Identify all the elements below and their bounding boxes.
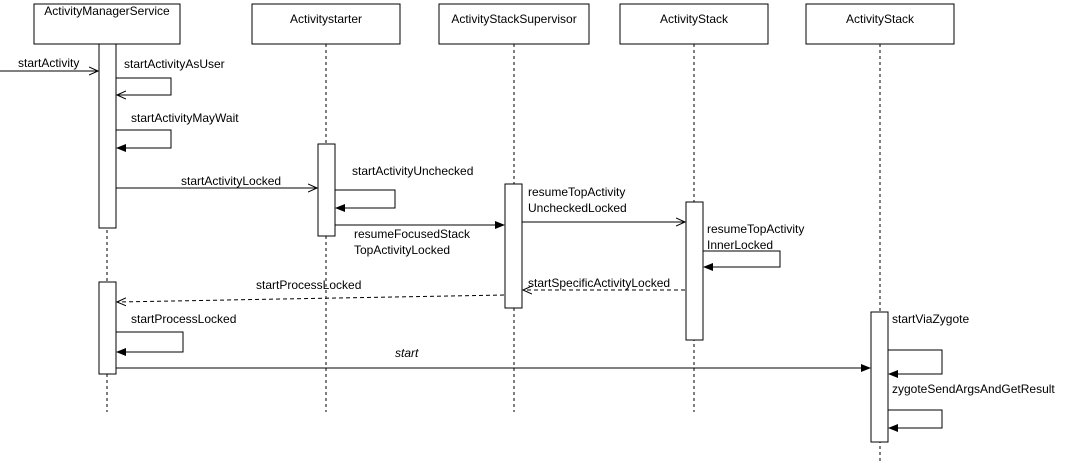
label-start-process-locked-return: startProcessLocked bbox=[256, 278, 361, 292]
participant-activity-stack-supervisor: ActivityStackSupervisor bbox=[438, 3, 590, 45]
arrow-start-activity-unchecked bbox=[335, 189, 396, 212]
activation-stack-2 bbox=[870, 311, 889, 443]
participant-label: ActivityStack bbox=[660, 12, 729, 26]
label-resume-top-unchecked-2: UncheckedLocked bbox=[528, 201, 627, 215]
label-start-activity-may-wait: startActivityMayWait bbox=[131, 111, 239, 125]
arrow-start-activity-as-user bbox=[116, 77, 172, 95]
label-resume-focused-stack-1: resumeFocusedStack bbox=[354, 227, 471, 241]
label-resume-focused-stack-2: TopActivityLocked bbox=[354, 243, 450, 257]
activation-supervisor bbox=[504, 183, 523, 309]
participant-activity-stack-1: ActivityStack bbox=[619, 3, 769, 45]
label-resume-top-inner-2: InnerLocked bbox=[707, 238, 773, 252]
arrow-zygote-send-args bbox=[888, 409, 943, 432]
participant-label: ActivityStack bbox=[846, 12, 915, 26]
label-start-activity-unchecked: startActivityUnchecked bbox=[352, 164, 473, 178]
label-start-activity-locked: startActivityLocked bbox=[181, 174, 281, 188]
label-start-process-locked-self: startProcessLocked bbox=[131, 312, 236, 326]
label-start-activity-as-user: startActivityAsUser bbox=[124, 57, 225, 71]
label-resume-top-unchecked-1: resumeTopActivity bbox=[528, 185, 625, 199]
label-zygote-send-args: zygoteSendArgsAndGetResult bbox=[892, 382, 1055, 396]
arrow-start-process-locked-self bbox=[116, 331, 184, 356]
participant-activity-manager-service: ActivityManagerService bbox=[33, 3, 181, 45]
label-start-activity: startActivity bbox=[18, 56, 79, 70]
activation-ams-1 bbox=[98, 43, 117, 229]
label-start-specific-activity-locked: startSpecificActivityLocked bbox=[528, 276, 670, 290]
label-resume-top-inner-1: resumeTopActivity bbox=[707, 222, 804, 236]
activation-stack-1 bbox=[685, 201, 704, 341]
arrow-start-process-locked-return bbox=[117, 294, 505, 302]
arrow-start-activity-may-wait bbox=[116, 129, 172, 152]
arrow-resume-top-unchecked bbox=[521, 222, 685, 226]
activation-ams-2 bbox=[98, 281, 117, 375]
label-start-via-zygote: startViaZygote bbox=[892, 312, 969, 326]
activation-starter bbox=[317, 143, 336, 237]
participant-label: Activitystarter bbox=[290, 12, 362, 26]
participant-label: ActivityManagerService bbox=[44, 4, 170, 18]
participant-activity-stack-2: ActivityStack bbox=[805, 3, 955, 45]
label-start: start bbox=[395, 346, 419, 360]
arrow-start-via-zygote bbox=[888, 349, 943, 378]
participant-label: ActivityStackSupervisor bbox=[451, 12, 576, 26]
participant-activity-starter: Activitystarter bbox=[251, 3, 401, 45]
arrow-resume-top-inner bbox=[703, 250, 781, 271]
